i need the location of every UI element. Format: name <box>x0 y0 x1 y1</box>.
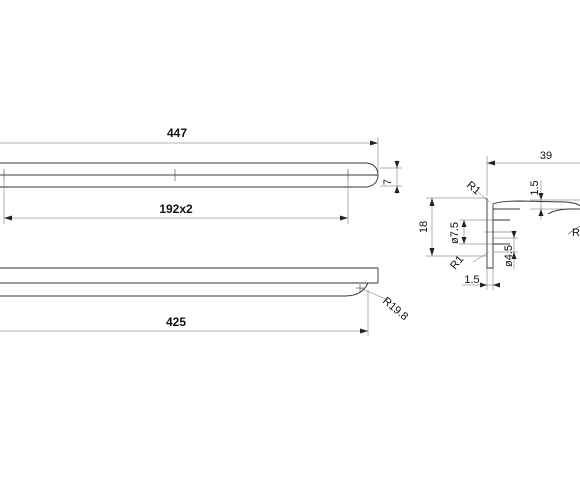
profile-radius-partial: R <box>572 227 580 239</box>
profile-height-label: 18 <box>418 221 430 233</box>
bottom-length-label: 425 <box>166 315 186 329</box>
arrow-right <box>370 140 378 146</box>
hole-marks <box>0 169 354 181</box>
hole-diameter-label: ø4.5 <box>503 245 515 267</box>
side-bottom-edge <box>0 282 369 297</box>
profile-curve <box>547 208 580 215</box>
bore-diameter-label: ø7.5 <box>449 222 461 244</box>
profile-radius-leader <box>567 225 580 235</box>
radius-leader <box>359 287 389 301</box>
base-thickness-label: 1.5 <box>464 274 479 286</box>
overall-length-label: 447 <box>167 126 187 140</box>
handle-rounded-end <box>366 162 379 188</box>
height-label: 7 <box>382 179 394 185</box>
side-view: R19.8 425 <box>0 267 410 336</box>
profile-outline <box>486 198 580 269</box>
profile-width-label: 39 <box>540 150 552 162</box>
top-radius-leader <box>475 189 490 203</box>
lip-thickness-label: 1.5 <box>529 180 541 195</box>
top-radius-label: R1 <box>464 179 482 197</box>
hole-spacing-label: 192x2 <box>159 202 193 216</box>
end-radius-label: R19.8 <box>380 295 410 323</box>
top-view: 447 192x2 7 <box>0 126 402 224</box>
profile-section: 39 1.5 R R1 R1 18 ø7 <box>418 150 580 290</box>
bottom-radius-leader <box>472 251 490 263</box>
